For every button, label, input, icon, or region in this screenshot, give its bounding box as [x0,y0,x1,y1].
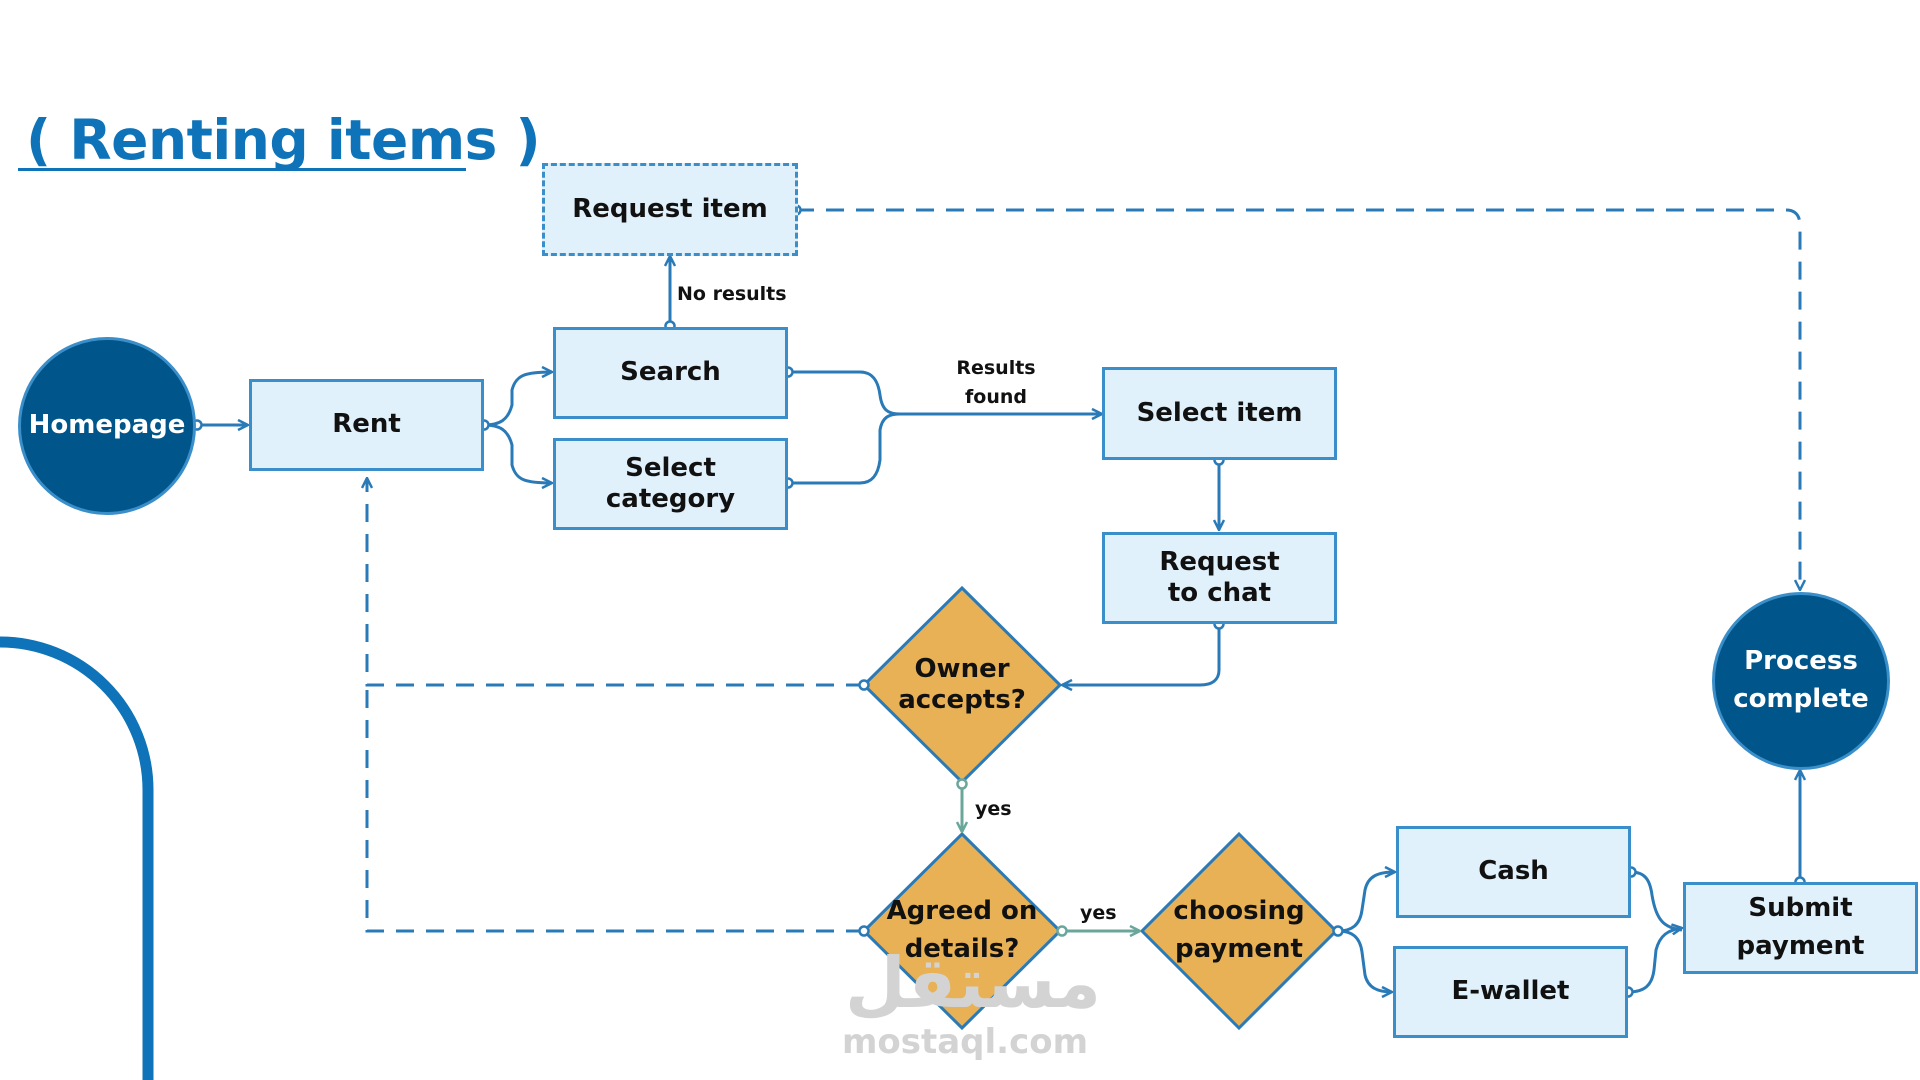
submit-payment-node: Submit payment [1683,882,1918,974]
select-category-node: Select category [553,438,788,530]
cash-node: Cash [1396,826,1631,918]
edge-requestchat-owner [1062,624,1221,685]
edge-agreed-no-rent [365,685,864,933]
select-item-node: Select item [1102,367,1337,460]
select-category-label: Select category [605,452,736,514]
process-complete-label: Process complete [1733,646,1869,714]
edge-rent-search [483,372,552,427]
edge-requestitem-process [796,208,1800,590]
edge-owner-no-rent [367,478,864,687]
port-dot [858,679,870,691]
owner-accepts-label: Owner accepts? [898,653,1026,715]
e-wallet-node: E-wallet [1393,946,1628,1038]
agreed-on-details-label: Agreed on details? [886,896,1038,964]
title-underline [18,168,466,171]
request-item-node: Request item [542,163,798,256]
submit-payment-label: Submit payment [1736,893,1865,961]
request-to-chat-node: Request to chat [1102,532,1337,624]
homepage-label: Homepage [28,410,186,441]
choosing-payment-diamond [1139,831,1339,1031]
select-item-label: Select item [1136,397,1303,428]
port-dot [858,925,870,937]
port-dot [1056,925,1068,937]
search-node: Search [553,327,788,419]
cash-label: Cash [1478,856,1549,887]
choosing-payment-label: choosing payment [1173,896,1305,964]
request-to-chat-label: Request to chat [1159,546,1280,608]
e-wallet-label: E-wallet [1451,976,1570,1007]
edge-ewallet-submit [1627,928,1682,994]
search-label: Search [620,357,721,388]
port-dot [1332,925,1344,937]
decorative-arc [0,636,154,1080]
edge-rent-category [483,423,552,483]
edge-payment-cash [1337,872,1395,933]
rent-label: Rent [332,409,401,440]
rent-node: Rent [249,379,484,471]
homepage-node: Homepage [18,337,196,515]
no-results-label: No results [677,283,787,305]
watermark-logo: مستقل [845,942,1102,1024]
results-found-label: Results found [956,357,1036,409]
request-item-label: Request item [572,193,768,224]
edge-category-selectitem [788,414,1102,485]
edge-cash-submit [1630,870,1683,932]
port-dot [956,778,968,790]
watermark-url: mostaql.com [841,1022,1089,1062]
edge-payment-ewallet [1337,929,1392,992]
diagram-title: ( Renting items ) [26,108,541,172]
agreed-details-diamond [861,831,1063,1031]
process-complete-node: Process complete [1712,592,1890,770]
yes-owner-label: yes [975,798,1012,820]
edge-search-selectitem [788,370,901,416]
yes-agreed-label: yes [1080,902,1117,924]
